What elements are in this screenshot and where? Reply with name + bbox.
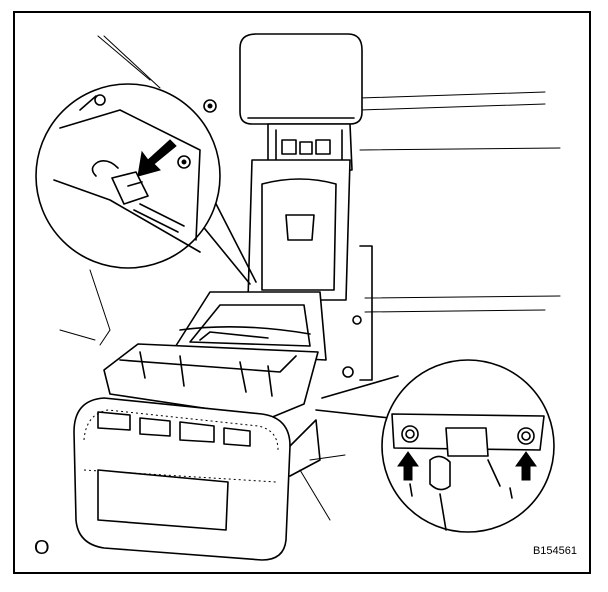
console-lid-open bbox=[247, 159, 373, 381]
lid-hinge bbox=[267, 123, 353, 171]
arrow-up-icon bbox=[515, 451, 537, 481]
arrow-up-icon bbox=[397, 451, 419, 481]
console-body bbox=[73, 397, 321, 561]
detail-left-contents bbox=[53, 94, 201, 253]
console-frame bbox=[103, 331, 319, 419]
view-label: O bbox=[34, 537, 50, 559]
arrow-icon bbox=[137, 139, 177, 177]
figure-id: B154561 bbox=[532, 545, 577, 557]
detail-callout-left bbox=[35, 83, 257, 285]
illustration-frame bbox=[13, 11, 591, 574]
detail-callout-right bbox=[315, 359, 555, 533]
detail-right-contents bbox=[391, 413, 545, 531]
console-lid-top bbox=[203, 33, 363, 125]
inner-tray bbox=[171, 291, 327, 361]
background-cabin-lines bbox=[59, 35, 561, 521]
